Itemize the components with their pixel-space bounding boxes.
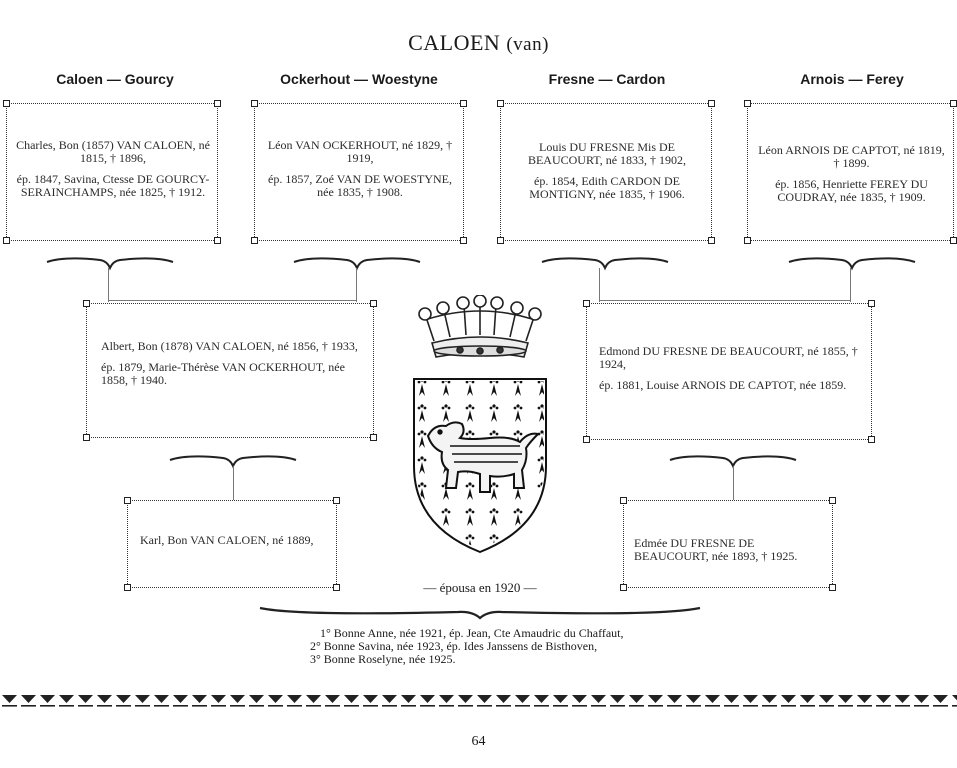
brace-right-1 — [541, 257, 669, 271]
grandparents-box-arnois: Léon ARNOIS DE CAPTOT, né 1819, † 1899. … — [744, 100, 957, 244]
connector-line — [108, 268, 109, 302]
connector-line — [233, 466, 234, 500]
brace-left-1 — [46, 257, 174, 271]
coronet-icon — [418, 295, 542, 358]
header-ockerhout-woestyne: Ockerhout — Woestyne — [280, 71, 438, 87]
connector-line — [850, 268, 851, 302]
parents-box-fresne: Edmond DU FRESNE DE BEAUCOURT, né 1855, … — [583, 300, 875, 443]
decorative-border — [0, 692, 957, 712]
parents-box-caloen: Albert, Bon (1878) VAN CALOEN, né 1856, … — [83, 300, 377, 441]
brace-children — [259, 606, 701, 620]
grandparents-box-ockerhout: Léon VAN OCKERHOUT, né 1829, † 1919, ép.… — [251, 100, 467, 244]
grandparents-box-caloen: Charles, Bon (1857) VAN CALOEN, né 1815,… — [3, 100, 221, 244]
couple-box-edmee: Edmée DU FRESNE DE BEAUCOURT, née 1893, … — [620, 497, 836, 591]
grandparents-fresne-husband: Louis DU FRESNE Mis DE BEAUCOURT, né 183… — [527, 140, 687, 167]
page-number: 64 — [471, 734, 486, 749]
grandparents-ockerhout-wife: ép. 1857, Zoé VAN DE WOESTYNE, née 1835,… — [268, 172, 452, 199]
couple-box-karl: Karl, Bon VAN CALOEN, né 1889, — [124, 497, 340, 591]
connector-line — [599, 268, 600, 302]
grandparents-caloen-husband: Charles, Bon (1857) VAN CALOEN, né 1815,… — [16, 138, 210, 165]
grandparents-ockerhout-husband: Léon VAN OCKERHOUT, né 1829, † 1919, — [267, 138, 453, 165]
child-item: 3° Bonne Roselyne, née 1925. — [310, 652, 456, 666]
couple-karl: Karl, Bon VAN CALOEN, né 1889, — [140, 533, 314, 547]
parents-caloen-husband: Albert, Bon (1878) VAN CALOEN, né 1856, … — [101, 339, 358, 353]
children-list: 1° Bonne Anne, née 1921, ép. Jean, Cte A… — [300, 627, 720, 666]
grandparents-caloen-wife: ép. 1847, Savina, Ctesse DE GOURCY-SERAI… — [16, 172, 210, 199]
header-caloen-gourcy: Caloen — Gourcy — [56, 71, 174, 87]
header-arnois-ferey: Arnois — Ferey — [800, 71, 904, 87]
parents-caloen-wife: ép. 1879, Marie-Thérèse VAN OCKERHOUT, n… — [101, 360, 345, 387]
page-title: CALOEN (van) — [408, 30, 549, 55]
couple-edmee: Edmée DU FRESNE DE BEAUCOURT, née 1893, … — [634, 536, 798, 563]
parents-fresne-wife: ép. 1881, Louise ARNOIS DE CAPTOT, née 1… — [599, 378, 847, 392]
connector-line — [356, 268, 357, 302]
header-fresne-cardon: Fresne — Cardon — [548, 71, 666, 87]
grandparents-box-fresne: Louis DU FRESNE Mis DE BEAUCOURT, né 183… — [497, 100, 715, 244]
connector-line — [599, 300, 851, 301]
connector-line — [108, 300, 357, 301]
grandparents-arnois-husband: Léon ARNOIS DE CAPTOT, né 1819, † 1899. — [758, 143, 945, 170]
grandparents-arnois-wife: ép. 1856, Henriette FEREY DU COUDRAY, né… — [775, 177, 928, 204]
grandparents-fresne-wife: ép. 1854, Edith CARDON DE MONTIGNY, née … — [529, 174, 685, 201]
child-item: 1° Bonne Anne, née 1921, ép. Jean, Cte A… — [320, 626, 624, 640]
brace-left-2 — [293, 257, 421, 271]
connector-line — [733, 466, 734, 500]
child-item: 2° Bonne Savina, née 1923, ép. Ides Jans… — [310, 639, 598, 653]
parents-fresne-husband: Edmond DU FRESNE DE BEAUCOURT, né 1855, … — [599, 344, 858, 371]
coat-of-arms-icon — [413, 378, 547, 554]
married-label: — épousa en 1920 — — [423, 580, 537, 595]
brace-right-2 — [788, 257, 916, 271]
